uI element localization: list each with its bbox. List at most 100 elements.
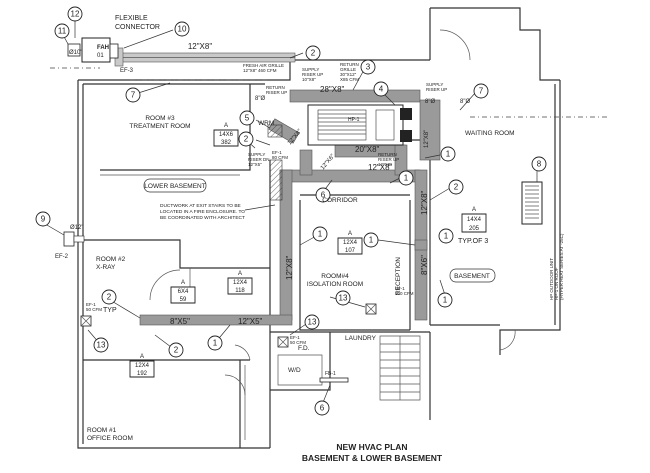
- callout-2d: 2: [107, 293, 112, 302]
- svg-text:12"X8": 12"X8": [378, 162, 392, 167]
- stairs: [379, 335, 421, 401]
- diffuser-tag-4: A 12X4 118: [227, 271, 253, 295]
- room-label-room2-name: X-RAY: [96, 264, 116, 271]
- svg-text:RISER DN: RISER DN: [248, 157, 270, 162]
- fah-unit: [67, 37, 119, 63]
- ef-2-box: [63, 231, 85, 247]
- svg-text:EF-3: EF-3: [120, 68, 134, 74]
- room-label-reception: RECEPTION: [395, 257, 402, 295]
- equipment-notes: FLEXIBLE CONNECTOR FAH 01 EF-3 EF-2 FRES…: [55, 15, 564, 377]
- duct-12x8-vert: 12"X8": [420, 190, 429, 215]
- svg-text:382: 382: [221, 140, 232, 146]
- room-label-fd: F.D.: [298, 345, 310, 352]
- callout-6b: 6: [320, 404, 325, 413]
- svg-text:GRILLE: GRILLE: [340, 67, 356, 72]
- duct-dia-12: Ø12": [70, 225, 83, 231]
- svg-text:FRESH AIR GRILLE: FRESH AIR GRILLE: [243, 63, 284, 68]
- svg-text:107: 107: [345, 248, 356, 254]
- callout-typ: TYP: [103, 307, 117, 314]
- svg-text:EF-1: EF-1: [290, 335, 300, 340]
- diffuser-tag-2: A 14X4 205: [461, 207, 487, 233]
- callout-1b: 1: [404, 174, 409, 183]
- duct-12x5: 12"X5": [238, 317, 263, 326]
- room-label-room3-name: TREATMENT ROOM: [129, 123, 190, 130]
- room-labels: ROOM #3 TREATMENT ROOM LOWER BASEMENT RO…: [87, 115, 515, 442]
- room-label-lower-basement: LOWER BASEMENT: [144, 183, 205, 190]
- callout-2c: 2: [454, 183, 459, 192]
- duct-dia-8b: 8"Ø: [425, 99, 435, 105]
- room-label-wd: W/D: [288, 367, 301, 374]
- svg-text:118: 118: [235, 288, 245, 294]
- duct-8x6: 8"X6": [420, 255, 429, 275]
- diffuser-tag-6: A 12X4 192: [129, 354, 155, 378]
- svg-text:DUCTWORK AT EXIT STAIRS TO BE: DUCTWORK AT EXIT STAIRS TO BE: [160, 203, 241, 209]
- svg-text:A: A: [181, 280, 185, 286]
- diffuser-tags: A 14X6 382 A 14X4 205 A 12X4 107 A 12X4 …: [129, 123, 487, 378]
- svg-text:FB-1: FB-1: [325, 371, 336, 377]
- svg-text:A: A: [238, 271, 242, 277]
- svg-text:50 CFM: 50 CFM: [86, 307, 102, 312]
- svg-text:10"X8": 10"X8": [302, 77, 316, 82]
- svg-text:RISER UP: RISER UP: [302, 72, 323, 77]
- duct-12x8-top: 12"X8": [188, 42, 213, 51]
- svg-text:RETURN: RETURN: [266, 85, 285, 90]
- room-label-room3: ROOM #3: [145, 115, 175, 122]
- duct-12x8-mid: 12"X8": [368, 163, 393, 172]
- svg-text:BE COORDINATED WITH ARCHITECT: BE COORDINATED WITH ARCHITECT: [160, 215, 245, 221]
- room-label-room1-name: OFFICE ROOM: [87, 435, 133, 442]
- callout-10: 10: [178, 25, 187, 34]
- room-label-room4-name: ISOLATION ROOM: [307, 281, 363, 288]
- duct-dia-8a: 8"Ø: [255, 96, 265, 102]
- hp-outdoor-unit: [521, 181, 543, 225]
- room-label-room2: ROOM #2: [96, 256, 126, 263]
- diffuser-tag-3: A 12X4 107: [337, 231, 363, 255]
- svg-text:12X4: 12X4: [233, 280, 248, 286]
- title-line1: NEW HVAC PLAN: [336, 442, 407, 452]
- svg-text:59: 59: [180, 297, 187, 303]
- title-line2: BASEMENT & LOWER BASEMENT: [302, 453, 443, 463]
- callout-1e: 1: [369, 236, 374, 245]
- svg-text:X85 CFM: X85 CFM: [340, 77, 359, 82]
- callout-7b: 7: [479, 87, 484, 96]
- svg-text:TYP.OF 3: TYP.OF 3: [458, 238, 488, 245]
- svg-text:6X4: 6X4: [178, 289, 189, 295]
- svg-text:A: A: [472, 207, 476, 213]
- svg-text:A: A: [348, 231, 352, 237]
- duct-12x6: 12"X6": [320, 153, 336, 171]
- room-label-room1: ROOM #1: [87, 427, 117, 434]
- svg-text:FAH: FAH: [97, 45, 109, 51]
- callout-2e: 2: [174, 346, 179, 355]
- svg-text:12X4: 12X4: [343, 240, 358, 246]
- callout-2a: 2: [311, 49, 316, 58]
- svg-text:100 CFM: 100 CFM: [395, 291, 414, 296]
- svg-text:205: 205: [469, 226, 480, 232]
- svg-text:CONNECTOR: CONNECTOR: [115, 24, 160, 31]
- duct-28x8: 28"X8": [320, 85, 345, 94]
- svg-text:EF-1: EF-1: [395, 286, 405, 291]
- callout-8: 8: [537, 160, 542, 169]
- callout-1d: 1: [213, 339, 218, 348]
- callout-13c: 13: [97, 341, 106, 350]
- svg-text:EF-1: EF-1: [86, 302, 96, 307]
- room-label-waiting: WAITING ROOM: [465, 130, 515, 137]
- svg-text:SUPPLY: SUPPLY: [302, 67, 319, 72]
- callout-6a: 6: [321, 191, 326, 200]
- diffuser-tag-1: A 14X6 382: [213, 123, 239, 147]
- duct-dia-8c: 8"Ø: [460, 99, 470, 105]
- callout-11: 11: [58, 27, 67, 36]
- svg-text:RISER UP: RISER UP: [426, 87, 447, 92]
- callout-9: 9: [41, 215, 46, 224]
- room-label-basement: BASEMENT: [454, 273, 490, 280]
- svg-text:30"X12": 30"X12": [340, 72, 357, 77]
- duct-12x8-right: 12"X8": [424, 130, 430, 148]
- callout-1c: 1: [318, 230, 323, 239]
- callout-13a: 13: [339, 294, 348, 303]
- ductwork: [50, 47, 610, 326]
- callout-2b: 2: [244, 135, 249, 144]
- svg-text:A: A: [224, 123, 228, 129]
- room-label-laundry: LAUNDRY: [345, 335, 377, 342]
- callout-1f: 1: [443, 296, 448, 305]
- callout-13b: 13: [308, 318, 317, 327]
- room-label-corridor: CORRIDOR: [322, 197, 358, 204]
- svg-text:14X6: 14X6: [219, 132, 234, 138]
